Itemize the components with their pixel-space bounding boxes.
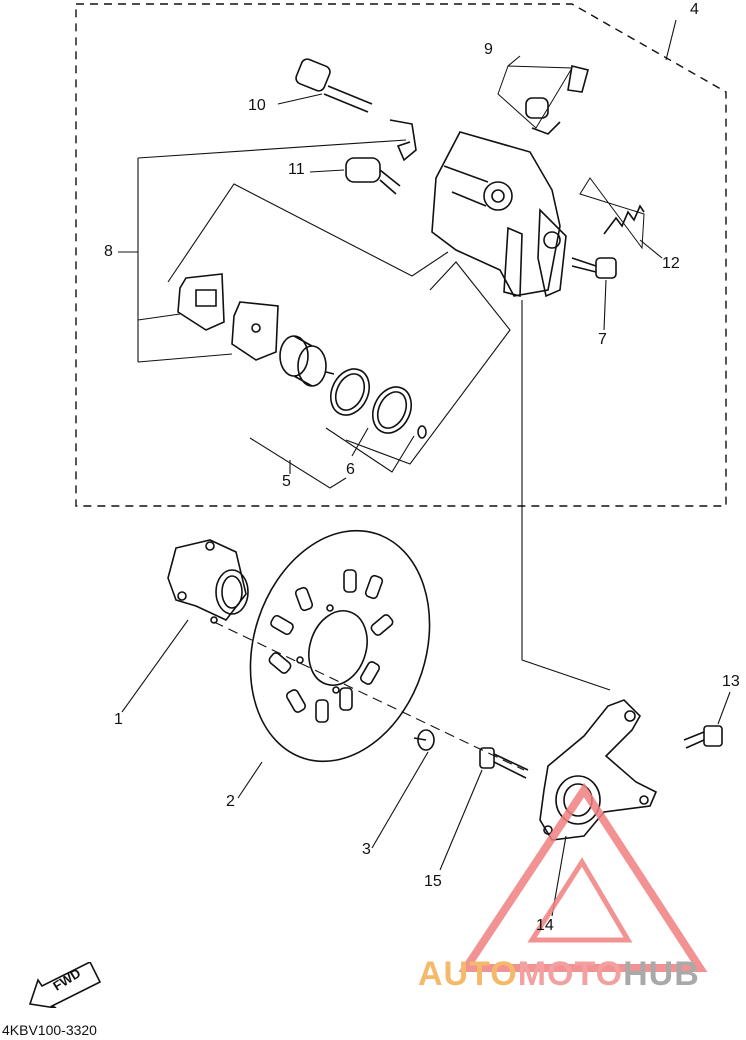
- callout-6: 6: [346, 461, 355, 478]
- brake-disc: [249, 529, 431, 763]
- leader-lines: [118, 19, 731, 917]
- pin-boot: [345, 157, 401, 195]
- callout-7: 7: [598, 331, 607, 348]
- watermark-brand: AUTOMOTOHUB: [418, 955, 700, 994]
- callout-4: 4: [690, 1, 699, 18]
- callout-11: 11: [288, 161, 305, 178]
- caliper-bolt: [571, 257, 617, 279]
- brake-pads: [177, 273, 279, 361]
- watermark-part-auto: AUTO: [418, 955, 518, 993]
- bracket-bolt: [479, 747, 529, 779]
- callout-12: 12: [662, 255, 680, 272]
- retaining-clip: [389, 119, 417, 162]
- callout-8: 8: [104, 243, 113, 260]
- callout-1: 1: [114, 711, 123, 728]
- bleeder-screw: [525, 65, 589, 135]
- watermark-part-hub: HUB: [623, 955, 700, 993]
- slide-pin-bolt: [295, 58, 373, 113]
- callout-13: 13: [722, 673, 740, 690]
- brake-hub: [167, 539, 249, 624]
- callout-9: 9: [484, 41, 493, 58]
- watermark-part-moto: MOTO: [517, 955, 624, 993]
- bracket-mount-bolt: [683, 725, 723, 749]
- catalog-code: 4KBV100-3320: [2, 1022, 97, 1038]
- watermark-logo-triangle: [458, 782, 708, 972]
- callout-15: 15: [424, 873, 442, 890]
- caliper-piston: [279, 335, 335, 387]
- callout-5: 5: [282, 473, 291, 490]
- callout-14: 14: [536, 917, 554, 934]
- callout-3: 3: [362, 841, 371, 858]
- assembly-boundary: [75, 3, 727, 507]
- disc-bolt: [413, 729, 435, 751]
- return-spring: [603, 204, 645, 235]
- forward-arrow-icon: [28, 962, 102, 1008]
- piston-seals: [329, 368, 427, 439]
- callout-10: 10: [248, 97, 266, 114]
- callout-2: 2: [226, 793, 235, 810]
- caliper-body: [431, 131, 567, 298]
- caliper-bracket: [539, 699, 658, 841]
